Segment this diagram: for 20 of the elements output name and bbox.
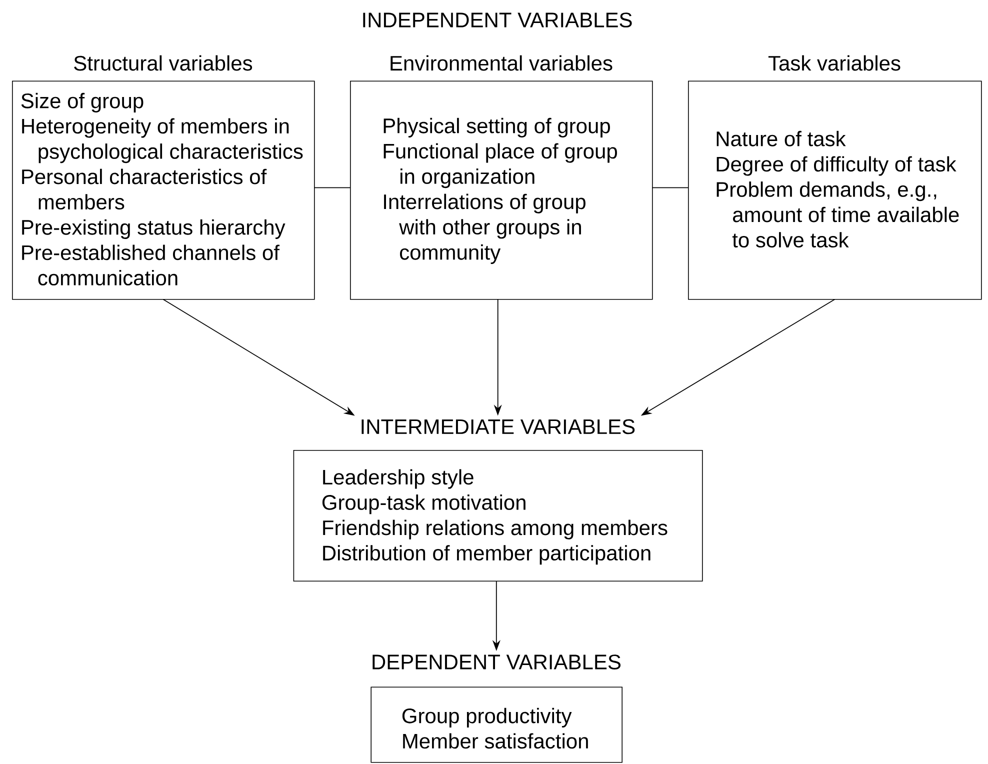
node-label: Group-task motivation [322, 494, 526, 514]
variable-box: Leadership style Group-task motivation Friendship relations among members Distribution of member participation [293, 450, 703, 582]
node-label: Heterogeneity of members in psychological characteristics [22, 118, 303, 164]
node-label: Friendship relations among members [323, 520, 668, 540]
heading-text: DEPENDENT VARIABLES [372, 654, 620, 670]
node-label: Pre-established channels of communication [22, 244, 280, 286]
heading-text: Task variables [768, 55, 900, 71]
variable-box: Nature of task Degree of difficulty of task Problem demands, e.g., amount of time available to solve task [688, 80, 982, 300]
node-label: Size of group [21, 92, 144, 112]
heading-text: INTERMEDIATE VARIABLES [362, 419, 635, 434]
node-label: Distribution of member participation [323, 545, 650, 565]
heading-text: Environmental variables [390, 55, 612, 71]
node-label: Leadership style [323, 469, 474, 489]
variable-box: Size of group Heterogeneity of members in psychological characteristics Personal characteristics of members Pre-existing status hierarchy Pre-established channels of communication [12, 80, 315, 300]
heading-text: INDEPENDENT VARIABLES [363, 12, 632, 28]
node-label: Personal characteristics of members [22, 168, 267, 210]
node-label: Pre-existing status hierarchy [22, 219, 286, 239]
variable-box: Group productivity Member satisfaction [370, 686, 622, 763]
heading-text: Structural variables [74, 55, 252, 71]
variable-box: Physical setting of group Functional place of group in organization Interrelations of group with other groups in community [350, 80, 653, 300]
